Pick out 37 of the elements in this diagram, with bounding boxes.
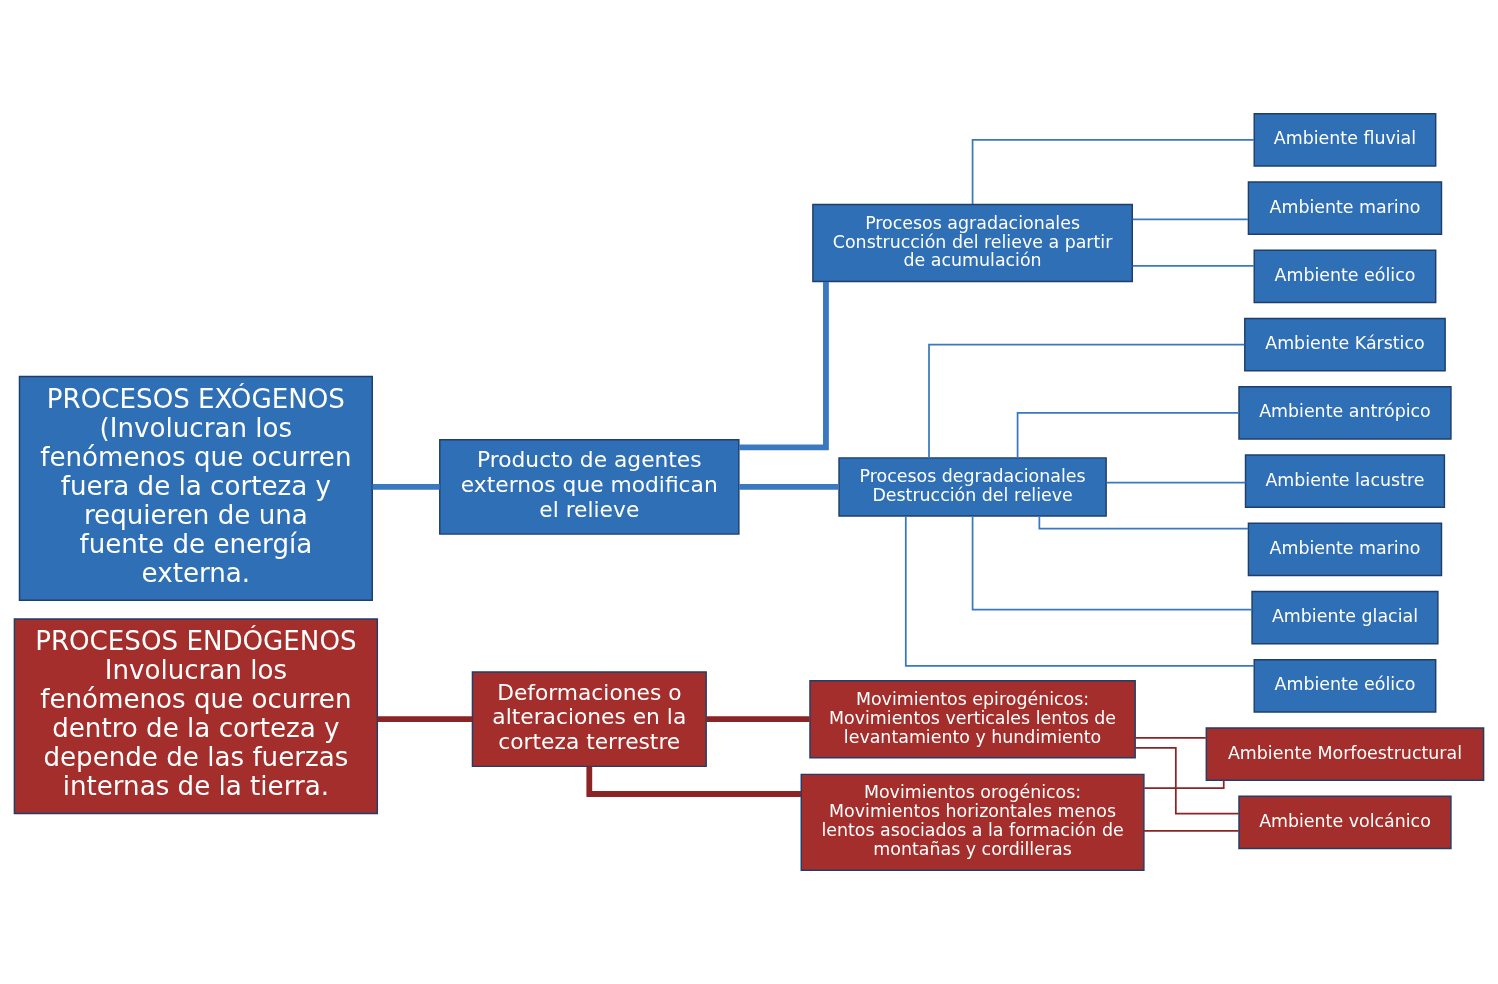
- node-box: Movimientos orogénicos: Movimientos horizontales menos lentos asociados a la formación de montañas y cordilleras: [800, 773, 1145, 871]
- node-box: PROCESOS ENDÓGENOS Involucran los fenómenos que ocurren dentro de la corteza y depende de las fuerzas internas de la tierra.: [13, 618, 379, 815]
- node-box: Procesos agradacionales Construcción del relieve a partir de acumulación: [812, 203, 1133, 283]
- connector: [739, 281, 829, 451]
- connector: [971, 139, 1255, 205]
- connector: [1143, 779, 1225, 790]
- connector: [377, 716, 473, 723]
- node-box: Movimientos epirogénicos: Movimientos verticales lentos de levantamiento y hundimiento: [809, 680, 1136, 759]
- node-box: Ambiente fluvial: [1253, 113, 1437, 167]
- node-box: Ambiente volcánico: [1238, 795, 1452, 850]
- node-box: Ambiente eólico: [1253, 658, 1437, 713]
- connector: [1016, 412, 1240, 459]
- node-box: Ambiente eólico: [1253, 249, 1437, 304]
- connector: [1134, 736, 1207, 739]
- node-box: Producto de agentes externos que modifican el relieve: [439, 439, 740, 535]
- connector: [928, 343, 1246, 459]
- connector: [904, 515, 1255, 667]
- node-box: PROCESOS EXÓGENOS (Involucran los fenómenos que ocurren fuera de la corteza y requieren de una fuente de energía externa.: [18, 375, 373, 601]
- node-box: Ambiente Kárstico: [1244, 317, 1446, 372]
- connector: [1143, 830, 1240, 832]
- node-box: Ambiente Morfoestructural: [1205, 727, 1485, 781]
- connector: [372, 484, 440, 490]
- connector: [1105, 481, 1247, 484]
- connector: [739, 484, 839, 490]
- node-box: Ambiente glacial: [1251, 590, 1439, 645]
- node-box: Ambiente marino: [1247, 181, 1443, 236]
- connector: [706, 716, 810, 723]
- connector: [971, 515, 1253, 611]
- connector: [1131, 218, 1249, 221]
- node-box: Ambiente marino: [1247, 522, 1443, 577]
- connector: [1134, 746, 1240, 815]
- node-box: Ambiente lacustre: [1244, 454, 1446, 508]
- node-box: Deformaciones o alteraciones en la corteza terrestre: [471, 671, 707, 768]
- node-box: Ambiente antrópico: [1238, 386, 1452, 440]
- connector: [1131, 265, 1255, 267]
- connector: [1038, 515, 1250, 530]
- node-box: Procesos degradacionales Destrucción del relieve: [838, 457, 1107, 517]
